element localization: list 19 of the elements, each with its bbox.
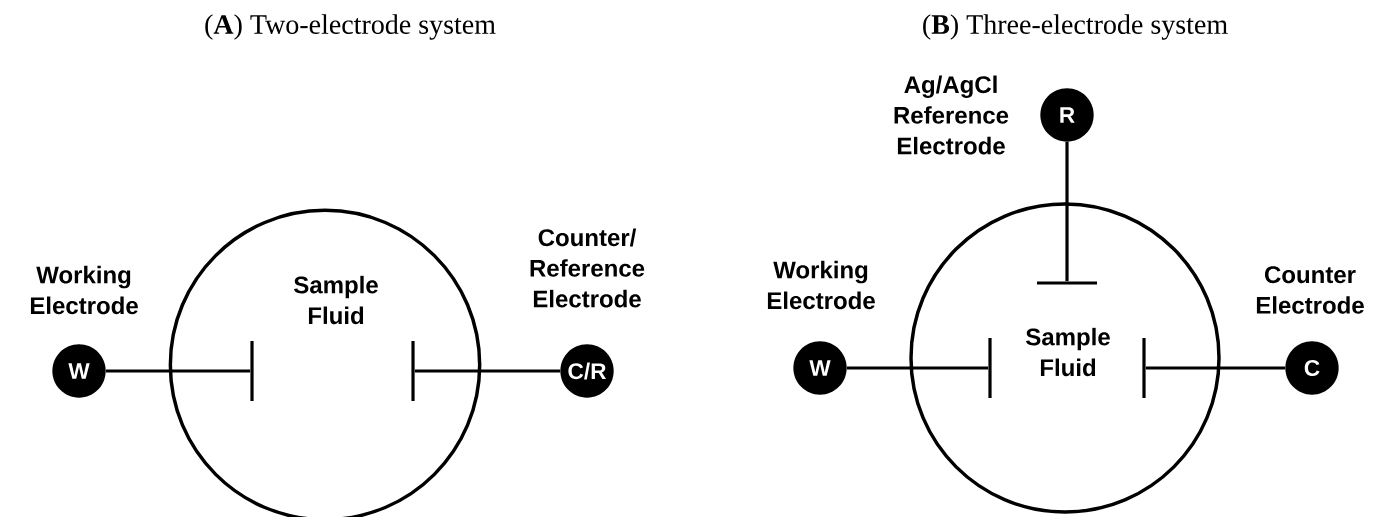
electrode-tip <box>1037 281 1097 285</box>
panel-title: (B) Three-electrode system <box>923 14 1228 40</box>
electrode-wire <box>1065 141 1069 282</box>
circle-label: Sample Fluid <box>1026 327 1110 377</box>
electrode-tip <box>1142 338 1146 398</box>
electrode-label: Counter Electrode <box>1256 266 1364 314</box>
circle-label: Sample Fluid <box>294 275 378 325</box>
panel-title: (A) Two-electrode system <box>205 14 496 40</box>
electrode-tip <box>250 341 254 401</box>
electrode-label: Working Electrode <box>767 260 875 310</box>
electrode-label: Working Electrode <box>30 265 138 315</box>
electrode-tip <box>411 341 415 401</box>
electrode-wire <box>846 366 989 370</box>
electrode-tip <box>988 338 992 398</box>
electrode-wire <box>1145 366 1286 370</box>
electrode-wire <box>414 369 561 373</box>
electrode-label: Counter/ Reference Electrode <box>530 228 645 308</box>
electrode-wire <box>105 369 251 373</box>
electrode-label: Ag/AgCl Reference Electrode <box>894 75 1009 155</box>
